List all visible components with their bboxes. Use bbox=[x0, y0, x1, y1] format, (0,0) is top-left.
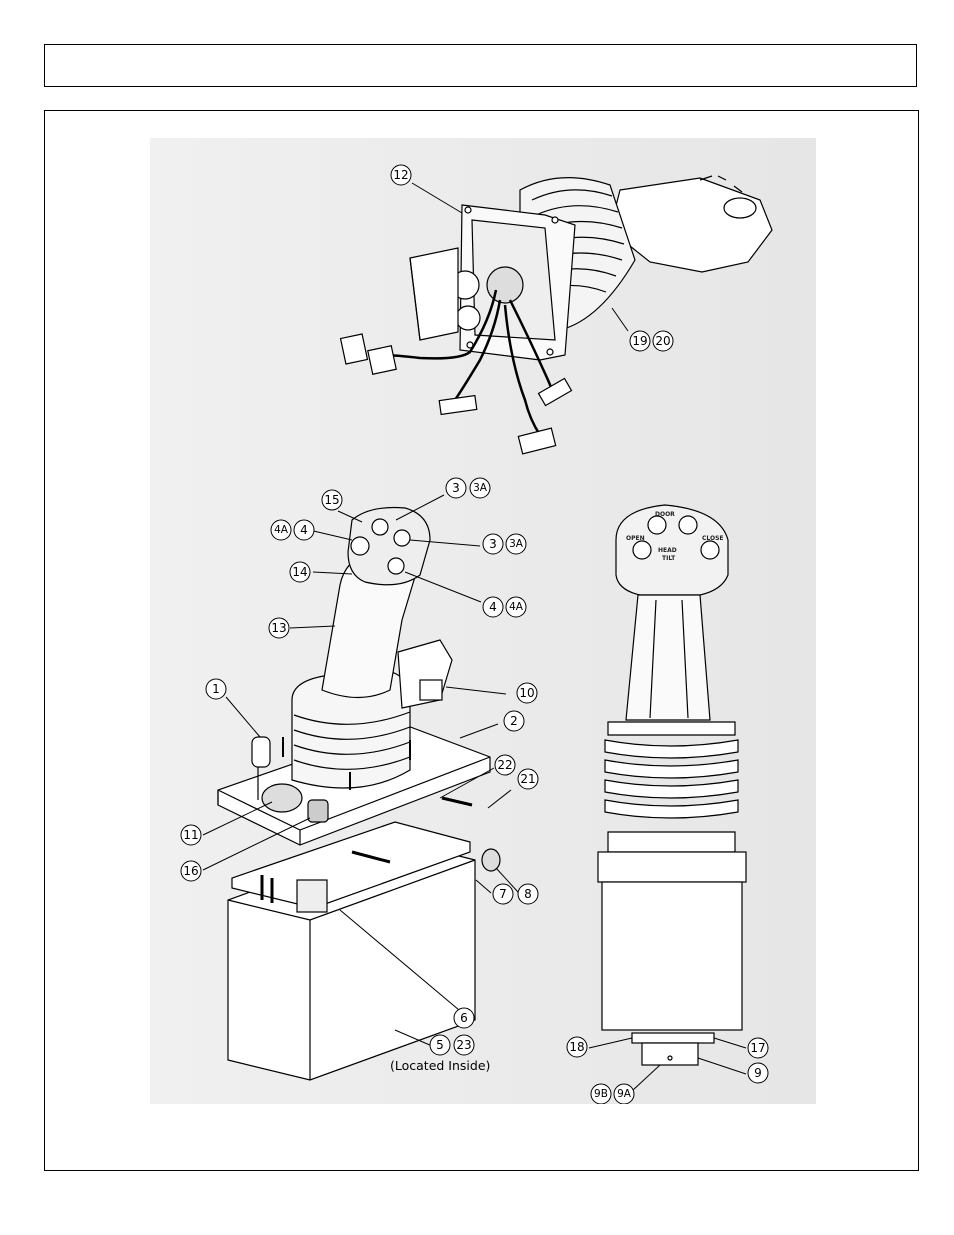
callout-1: 1 bbox=[212, 682, 220, 696]
joystick-side-view bbox=[597, 504, 747, 1066]
callout-14: 14 bbox=[292, 565, 307, 579]
callout-3a-top: 3A bbox=[473, 482, 488, 494]
callout-12: 12 bbox=[393, 168, 408, 182]
label-open: OPEN bbox=[626, 535, 645, 542]
top-wiring-assembly bbox=[339, 175, 773, 455]
callout-2: 2 bbox=[510, 714, 518, 728]
callout-numbers: 12 19 20 15 3 3A 4A 4 3 3A 14 4 4A 13 10… bbox=[183, 168, 765, 1100]
callout-4-right: 4 bbox=[489, 600, 497, 614]
callout-13: 13 bbox=[271, 621, 286, 635]
callout-4a-left: 4A bbox=[274, 524, 289, 536]
callout-7: 7 bbox=[499, 887, 507, 901]
callout-11: 11 bbox=[183, 828, 198, 842]
callout-9a: 9A bbox=[617, 1088, 632, 1100]
located-inside-note: (Located Inside) bbox=[390, 1058, 490, 1073]
callout-9b: 9B bbox=[594, 1088, 608, 1100]
callout-3-top: 3 bbox=[452, 481, 460, 495]
parts-diagram-svg: DOOR HEAD TILT OPEN CLOSE bbox=[150, 138, 816, 1105]
callout-8: 8 bbox=[524, 887, 532, 901]
callout-4-left: 4 bbox=[300, 523, 308, 537]
page-header-box bbox=[44, 44, 917, 87]
side-view-handle-labels: DOOR HEAD TILT OPEN CLOSE bbox=[626, 511, 724, 562]
label-tilt: TILT bbox=[662, 555, 676, 562]
callout-19: 19 bbox=[632, 334, 647, 348]
callout-17: 17 bbox=[750, 1041, 765, 1055]
callout-15: 15 bbox=[324, 493, 339, 507]
callout-6: 6 bbox=[460, 1011, 468, 1025]
callout-21: 21 bbox=[520, 772, 535, 786]
callout-20: 20 bbox=[655, 334, 670, 348]
drawing-area: DOOR HEAD TILT OPEN CLOSE bbox=[150, 138, 816, 1105]
callout-18: 18 bbox=[569, 1040, 584, 1054]
callout-4a-right: 4A bbox=[509, 601, 524, 613]
label-head: HEAD bbox=[658, 547, 677, 554]
callout-3-right: 3 bbox=[489, 537, 497, 551]
callout-22: 22 bbox=[497, 758, 512, 772]
leader-lines bbox=[202, 182, 747, 1091]
label-close: CLOSE bbox=[702, 535, 724, 542]
callout-3a-right: 3A bbox=[509, 538, 524, 550]
label-door: DOOR bbox=[655, 511, 675, 518]
callout-23: 23 bbox=[456, 1038, 471, 1052]
exploded-control-box bbox=[217, 506, 501, 1081]
callout-10: 10 bbox=[519, 686, 534, 700]
diagram-frame bbox=[44, 110, 919, 1171]
callout-16: 16 bbox=[183, 864, 198, 878]
callout-9: 9 bbox=[754, 1066, 762, 1080]
callouts bbox=[180, 164, 769, 1105]
callout-5: 5 bbox=[436, 1038, 444, 1052]
